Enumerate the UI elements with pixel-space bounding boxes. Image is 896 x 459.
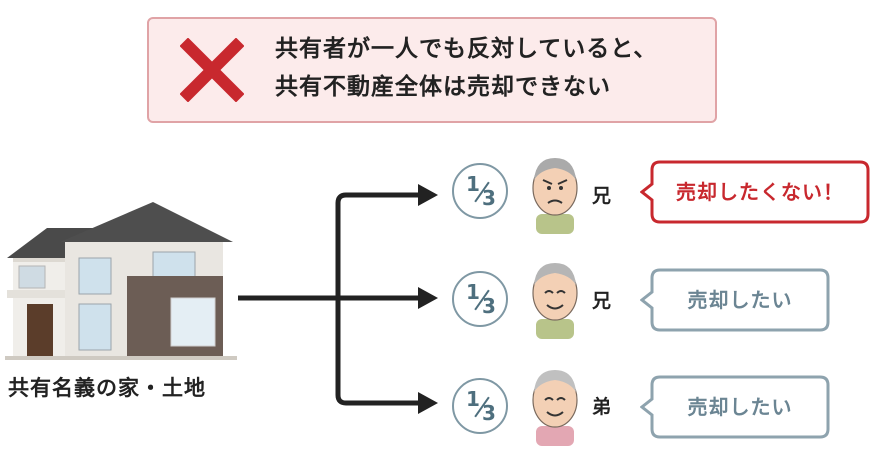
speech-bubble-agree	[640, 375, 830, 439]
cross-mark-icon	[180, 38, 244, 102]
statement-1: 売却したくない！	[676, 180, 844, 204]
speech-bubble-oppose	[640, 160, 870, 224]
warning-line-2: 共有不動産全体は売却できない	[275, 74, 611, 100]
share-fraction: 1 3	[452, 271, 508, 327]
angry-elder-icon	[532, 158, 578, 234]
smiling-elder-icon	[532, 263, 578, 339]
owner-relation-3: 弟	[592, 396, 612, 418]
owner-relation-1: 兄	[592, 185, 612, 207]
smiling-elder-icon	[532, 370, 578, 446]
owner-relation-2: 兄	[592, 290, 612, 312]
warning-text: 共有者が一人でも反対していると、 共有不動産全体は売却できない	[275, 30, 715, 106]
statement-3: 売却したい	[687, 395, 793, 419]
warning-line-1: 共有者が一人でも反対していると、	[275, 36, 658, 62]
warning-banner	[147, 17, 717, 123]
split-arrows	[238, 184, 438, 414]
speech-bubble-agree	[640, 268, 830, 332]
statement-2: 売却したい	[687, 288, 793, 312]
share-fraction: 1 3	[452, 163, 508, 219]
house-icon	[5, 202, 237, 360]
property-label: 共有名義の家・土地	[8, 376, 206, 400]
share-fraction: 1 3	[452, 378, 508, 434]
